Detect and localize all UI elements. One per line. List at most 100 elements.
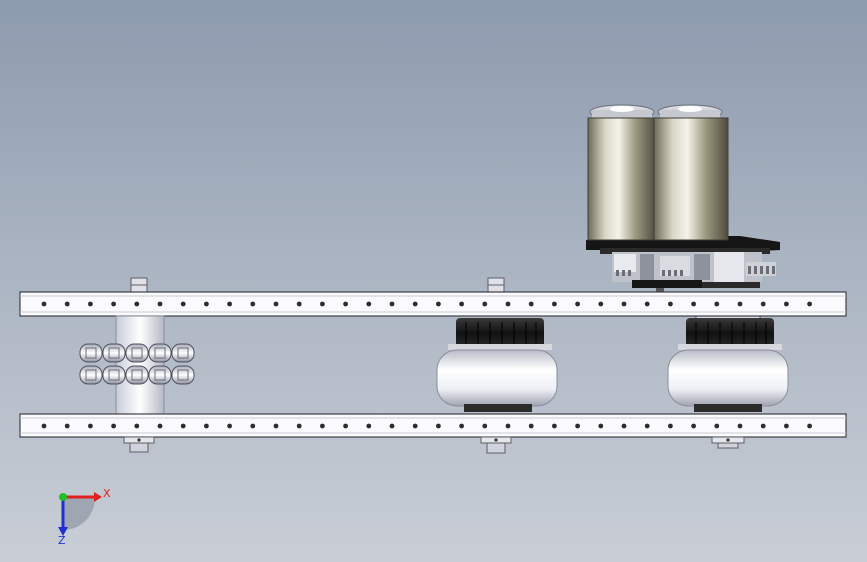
rail-hole — [320, 423, 325, 429]
omni-roller-hub — [154, 369, 166, 381]
rail-hole — [320, 301, 325, 307]
rail-hole — [296, 423, 302, 429]
rail-hole — [227, 301, 233, 307]
rail-hole — [366, 423, 372, 429]
omni-roller — [102, 365, 126, 385]
rail-hole — [134, 423, 140, 429]
rail-hole — [412, 301, 418, 307]
rail-hole — [366, 301, 372, 307]
omni-roller — [102, 343, 126, 363]
rail-hole — [459, 301, 464, 307]
omni-roller — [125, 343, 149, 363]
rail-hole — [644, 301, 650, 307]
rail-hole — [784, 423, 789, 429]
rail-hole — [575, 423, 580, 429]
rail-hole — [180, 423, 186, 429]
rail-hole — [273, 423, 279, 429]
c-channel-rail-icon[interactable] — [19, 413, 847, 438]
rail-hole — [41, 301, 47, 307]
c-channel-rail-icon[interactable] — [19, 291, 847, 317]
rail-hole — [552, 301, 557, 307]
rail-hole — [296, 301, 302, 307]
rail-hole — [598, 301, 604, 307]
rail-hole — [528, 423, 534, 429]
rail-hole — [64, 423, 70, 429]
rail-hole — [784, 301, 789, 307]
omni-roller — [79, 343, 103, 363]
rail-hole — [714, 301, 720, 307]
traction-wheel-icon[interactable] — [436, 318, 789, 412]
omni-roller-hub — [85, 347, 97, 359]
rail-hole — [575, 301, 580, 307]
rail-hole — [436, 423, 441, 429]
rail-hole — [459, 423, 464, 429]
z-axis-label: Z — [58, 534, 66, 547]
rail-hole — [737, 423, 743, 429]
rail-hole — [807, 301, 812, 307]
rail-hole — [691, 423, 696, 429]
rail-hole — [668, 423, 673, 429]
rail-hole — [807, 423, 812, 429]
rail-hole — [644, 423, 650, 429]
rail-hole — [621, 301, 627, 307]
rail-hole — [134, 301, 140, 307]
rail-hole — [343, 301, 348, 307]
rail-hole — [250, 301, 256, 307]
omni-roller-hub — [85, 369, 97, 381]
rail-hole — [227, 423, 233, 429]
shaft-bolt-top-middle — [487, 277, 505, 293]
rail-hole — [482, 423, 488, 429]
rail-hole — [204, 423, 209, 429]
rail-hole — [180, 301, 186, 307]
rail-hole — [714, 423, 720, 429]
bearing-bottom-left — [123, 436, 155, 453]
rail-hole — [111, 423, 116, 429]
rail-hole — [88, 423, 93, 429]
rail-hole — [436, 301, 441, 307]
omni-roller — [79, 365, 103, 385]
rail-hole — [41, 423, 47, 429]
omni-wheel-icon[interactable] — [79, 315, 195, 415]
rail-hole — [273, 301, 279, 307]
rail-hole — [250, 423, 256, 429]
rail-hole — [482, 301, 488, 307]
omni-roller-hub — [177, 369, 189, 381]
rail-hole — [204, 301, 209, 307]
rail-hole — [389, 301, 395, 307]
axis-triad: X Z — [58, 487, 111, 547]
omni-roller-hub — [154, 347, 166, 359]
rail-hole — [505, 423, 511, 429]
rail-hole — [343, 423, 348, 429]
y-axis-dot — [59, 493, 67, 501]
omni-roller — [171, 365, 195, 385]
omni-roller-hub — [131, 347, 143, 359]
rail-hole — [691, 301, 696, 307]
omni-roller-hub — [108, 347, 120, 359]
rail-hole — [157, 423, 163, 429]
rail-hole — [412, 423, 418, 429]
rail-hole — [737, 301, 743, 307]
omni-roller-hub — [108, 369, 120, 381]
rail-hole — [598, 423, 604, 429]
omni-roller — [171, 343, 195, 363]
x-axis-label: X — [103, 487, 111, 500]
rail-hole — [760, 301, 766, 307]
rail-hole — [389, 423, 395, 429]
shaft-bolt-top-left — [130, 277, 148, 293]
bearing-bottom-right — [711, 436, 745, 449]
rail-hole — [668, 301, 673, 307]
bearing-bottom-middle — [480, 436, 512, 454]
omni-roller-hub — [177, 347, 189, 359]
rail-hole — [64, 301, 70, 307]
omni-roller-hub — [131, 369, 143, 381]
rail-hole — [157, 301, 163, 307]
rail-hole — [111, 301, 116, 307]
omni-roller — [125, 365, 149, 385]
rail-hole — [552, 423, 557, 429]
cim-motor-icon[interactable] — [587, 104, 729, 241]
rail-hole — [505, 301, 511, 307]
rail-hole — [528, 301, 534, 307]
omni-roller — [148, 365, 172, 385]
omni-roller — [148, 343, 172, 363]
